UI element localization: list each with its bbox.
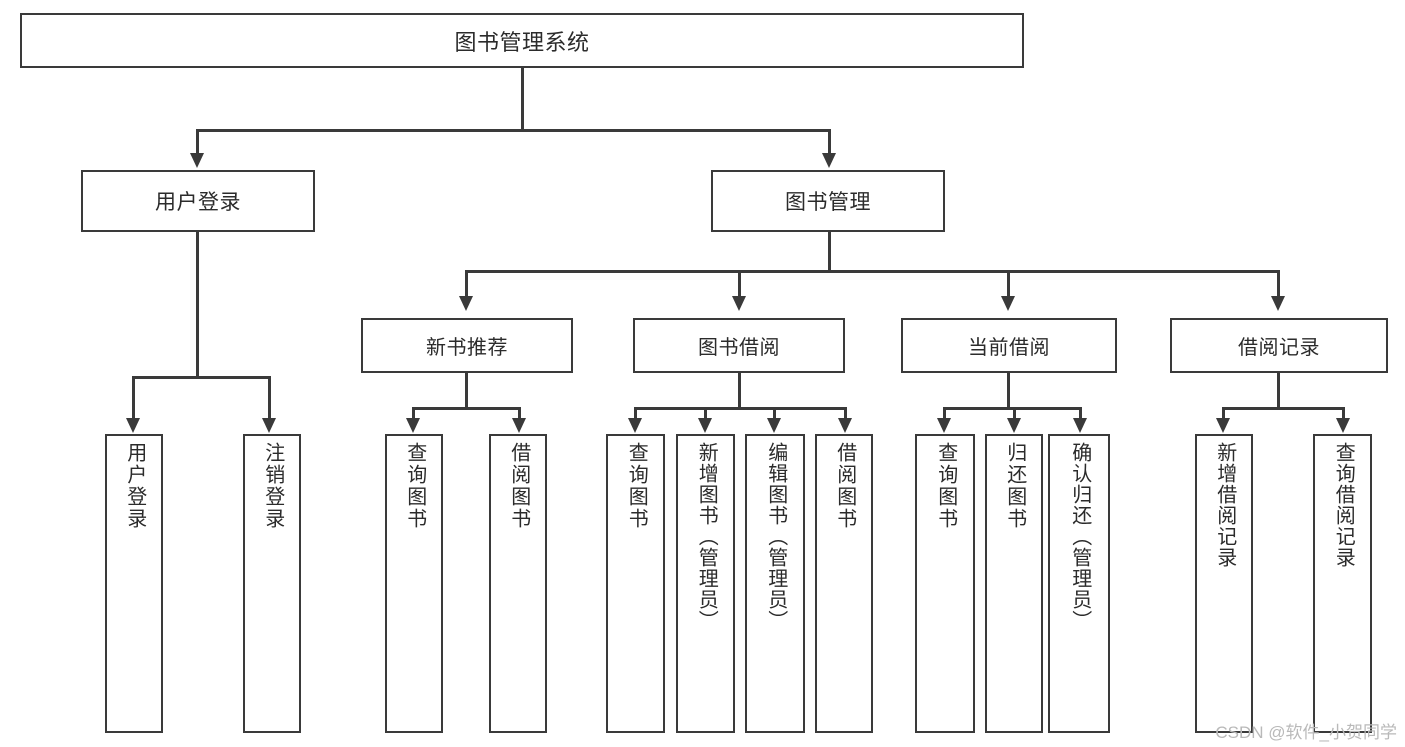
connector-drop-leaf-new-book-2 bbox=[518, 407, 521, 420]
leaf-book-borrow-borrow-book[interactable]: 借阅图书 bbox=[815, 434, 873, 733]
connector-drop-user-login bbox=[196, 129, 199, 155]
node-book-management[interactable]: 图书管理 bbox=[711, 170, 945, 232]
connector-drop-leaf-current-borrow-2 bbox=[1013, 407, 1016, 420]
leaf-label: 查询图书 bbox=[403, 442, 426, 530]
connector-root-bus bbox=[196, 129, 830, 132]
connector-drop-leaf-book-borrow-1 bbox=[634, 407, 637, 420]
connector-drop-new-book bbox=[465, 270, 468, 298]
arrowhead-book-borrow bbox=[732, 296, 746, 311]
leaf-current-borrow-query[interactable]: 查询图书 bbox=[915, 434, 975, 733]
connector-user-login-bus bbox=[132, 376, 268, 379]
connector-drop-book-borrow bbox=[738, 270, 741, 298]
connector-root-stem bbox=[521, 68, 524, 131]
connector-book-management-bus bbox=[465, 270, 1279, 273]
leaf-label: 借阅图书 bbox=[833, 442, 856, 530]
leaf-label: 注销登录 bbox=[261, 442, 284, 530]
arrowhead-leaf-borrow-record-2 bbox=[1336, 418, 1350, 433]
arrowhead-leaf-book-borrow-3 bbox=[767, 418, 781, 433]
node-label: 借阅记录 bbox=[1238, 337, 1320, 359]
leaf-label: 查询图书 bbox=[934, 442, 957, 530]
connector-current-borrow-stem bbox=[1007, 373, 1010, 409]
connector-drop-leaf-book-borrow-2 bbox=[704, 407, 707, 420]
connector-drop-leaf-borrow-record-2 bbox=[1342, 407, 1345, 420]
arrowhead-leaf-new-book-1 bbox=[406, 418, 420, 433]
arrowhead-leaf-book-borrow-2 bbox=[698, 418, 712, 433]
node-root-system[interactable]: 图书管理系统 bbox=[20, 13, 1024, 68]
leaf-label: 借阅图书 bbox=[507, 442, 530, 530]
leaf-current-borrow-confirm-return[interactable]: 确认归还（管理员） bbox=[1048, 434, 1110, 733]
node-user-login[interactable]: 用户登录 bbox=[81, 170, 315, 232]
arrowhead-leaf-book-borrow-1 bbox=[628, 418, 642, 433]
connector-current-borrow-bus bbox=[943, 407, 1079, 410]
leaf-new-book-borrow[interactable]: 借阅图书 bbox=[489, 434, 547, 733]
connector-drop-leaf-user-login-1 bbox=[132, 376, 135, 420]
connector-new-book-bus bbox=[412, 407, 518, 410]
connector-drop-leaf-book-borrow-3 bbox=[773, 407, 776, 420]
leaf-label: 查询借阅记录 bbox=[1332, 442, 1355, 568]
leaf-label: 确认归还（管理员） bbox=[1068, 442, 1091, 631]
leaf-new-book-query[interactable]: 查询图书 bbox=[385, 434, 443, 733]
leaf-current-borrow-return[interactable]: 归还图书 bbox=[985, 434, 1043, 733]
arrowhead-leaf-current-borrow-2 bbox=[1007, 418, 1021, 433]
leaf-user-login-logout[interactable]: 注销登录 bbox=[243, 434, 301, 733]
arrowhead-leaf-new-book-2 bbox=[512, 418, 526, 433]
leaf-borrow-record-add[interactable]: 新增借阅记录 bbox=[1195, 434, 1253, 733]
node-label: 当前借阅 bbox=[968, 337, 1050, 359]
arrowhead-new-book bbox=[459, 296, 473, 311]
arrowhead-leaf-user-login-1 bbox=[126, 418, 140, 433]
connector-user-login-stem bbox=[196, 232, 199, 378]
leaf-label: 新增借阅记录 bbox=[1213, 442, 1236, 568]
arrowhead-user-login bbox=[190, 153, 204, 168]
node-label: 新书推荐 bbox=[426, 337, 508, 359]
connector-drop-leaf-book-borrow-4 bbox=[844, 407, 847, 420]
arrowhead-leaf-current-borrow-3 bbox=[1073, 418, 1087, 433]
arrowhead-leaf-borrow-record-1 bbox=[1216, 418, 1230, 433]
arrowhead-leaf-current-borrow-1 bbox=[937, 418, 951, 433]
connector-book-borrow-stem bbox=[738, 373, 741, 409]
leaf-label: 归还图书 bbox=[1003, 442, 1026, 530]
connector-new-book-stem bbox=[465, 373, 468, 409]
node-label: 图书管理 bbox=[785, 191, 871, 214]
leaf-label: 查询图书 bbox=[625, 442, 648, 530]
arrowhead-current-borrow bbox=[1001, 296, 1015, 311]
arrowhead-leaf-book-borrow-4 bbox=[838, 418, 852, 433]
arrowhead-borrow-record bbox=[1271, 296, 1285, 311]
node-label: 图书管理系统 bbox=[454, 29, 590, 55]
node-label: 用户登录 bbox=[155, 191, 241, 214]
leaf-label: 用户登录 bbox=[123, 442, 146, 530]
node-label: 图书借阅 bbox=[698, 337, 780, 359]
leaf-book-borrow-query[interactable]: 查询图书 bbox=[606, 434, 665, 733]
connector-drop-book-manage bbox=[828, 129, 831, 155]
leaf-borrow-record-query[interactable]: 查询借阅记录 bbox=[1313, 434, 1372, 733]
connector-book-management-stem bbox=[828, 232, 831, 272]
connector-drop-leaf-borrow-record-1 bbox=[1222, 407, 1225, 420]
connector-drop-leaf-new-book-1 bbox=[412, 407, 415, 420]
connector-drop-leaf-user-login-2 bbox=[268, 376, 271, 420]
connector-drop-leaf-current-borrow-3 bbox=[1079, 407, 1082, 420]
connector-borrow-record-bus bbox=[1222, 407, 1342, 410]
leaf-label: 编辑图书（管理员） bbox=[764, 442, 787, 631]
node-new-book-recommend[interactable]: 新书推荐 bbox=[361, 318, 573, 373]
leaf-label: 新增图书（管理员） bbox=[695, 442, 718, 631]
connector-drop-current-borrow bbox=[1007, 270, 1010, 298]
leaf-book-borrow-edit-book[interactable]: 编辑图书（管理员） bbox=[745, 434, 805, 733]
leaf-book-borrow-add-book[interactable]: 新增图书（管理员） bbox=[676, 434, 735, 733]
node-book-borrow[interactable]: 图书借阅 bbox=[633, 318, 845, 373]
node-current-borrow[interactable]: 当前借阅 bbox=[901, 318, 1117, 373]
node-borrow-record[interactable]: 借阅记录 bbox=[1170, 318, 1388, 373]
arrowhead-book-manage bbox=[822, 153, 836, 168]
connector-book-borrow-bus bbox=[634, 407, 844, 410]
connector-drop-borrow-record bbox=[1277, 270, 1280, 298]
arrowhead-leaf-user-login-2 bbox=[262, 418, 276, 433]
connector-borrow-record-stem bbox=[1277, 373, 1280, 409]
leaf-user-login-login[interactable]: 用户登录 bbox=[105, 434, 163, 733]
connector-drop-leaf-current-borrow-1 bbox=[943, 407, 946, 420]
